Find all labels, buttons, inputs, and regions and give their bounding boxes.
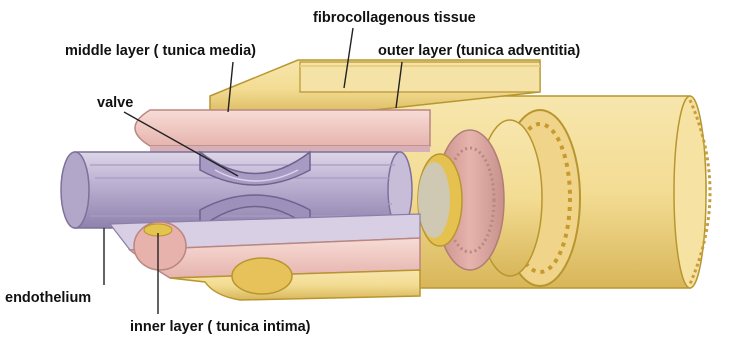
label-endothelium: endothelium — [5, 290, 91, 306]
tunica-media-top-strip — [135, 110, 430, 152]
label-tunica-adventitia: outer layer (tunica adventitia) — [378, 43, 580, 59]
lower-cut-layers — [110, 214, 420, 300]
label-valve: valve — [97, 95, 133, 111]
label-fibrocollagenous-tissue: fibrocollagenous tissue — [313, 10, 476, 26]
label-tunica-media: middle layer ( tunica media) — [65, 43, 256, 59]
label-tunica-intima: inner layer ( tunica intima) — [130, 319, 311, 335]
